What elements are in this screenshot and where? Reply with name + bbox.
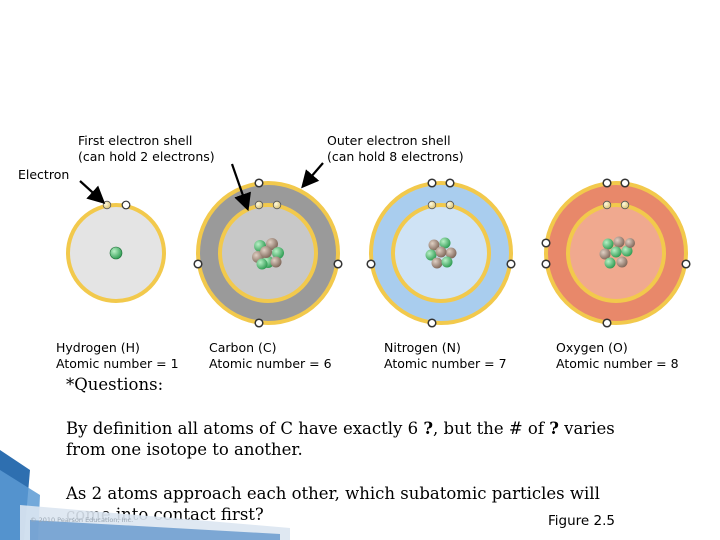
oxygen-outer-electron [602,318,612,328]
carbon-electron [272,200,282,210]
nitrogen-outer-electron [445,178,455,188]
atom-name: Carbon (C) [209,340,277,355]
nitrogen-outer-electron [366,259,376,269]
carbon-atom [193,178,343,328]
question-1: By definition all atoms of C have exactl… [66,419,615,459]
nitrogen-electron [445,200,455,210]
oxygen-nucleus [599,236,635,269]
atomic-number: Atomic number = 6 [209,356,332,371]
oxygen-outer-electron [541,238,551,248]
atom-name: Hydrogen (H) [56,340,140,355]
oxygen-electron [602,200,612,210]
nitrogen-outer-electron [427,318,437,328]
oxygen-caption: Oxygen (O) Atomic number = 8 [556,340,679,372]
oxygen-outer-electron [541,259,551,269]
figure-label: Figure 2.5 [548,513,615,529]
atomic-number: Atomic number = 1 [56,356,179,371]
carbon-outer-electron [254,318,264,328]
oxygen-outer-electron [681,259,691,269]
nitrogen-outer-electron [506,259,516,269]
oxygen-atom [541,178,691,328]
hydrogen-caption: Hydrogen (H) Atomic number = 1 [56,340,179,372]
outer-shell-label: Outer electron shell (can hold 8 electro… [327,133,464,164]
electron-label: Electron [18,167,70,182]
nitrogen-outer-electron [427,178,437,188]
carbon-electron [254,200,264,210]
atomic-number: Atomic number = 8 [556,356,679,371]
oxygen-outer-electron [602,178,612,188]
hydrogen-electron [102,200,112,210]
first-shell-label: First electron shell (can hold 2 electro… [78,133,215,164]
atom-name: Oxygen (O) [556,340,628,355]
atomic-number: Atomic number = 7 [384,356,507,371]
oxygen-outer-electron [620,178,630,188]
carbon-outer-electron [193,259,203,269]
questions-heading: *Questions: [66,375,164,394]
first-shell-arrow [230,163,251,212]
hydrogen-nucleus [109,246,123,260]
hydrogen-empty-slot [121,200,131,210]
slide-corner-accent [0,450,290,540]
nitrogen-electron [427,200,437,210]
nitrogen-nucleus [425,237,457,269]
carbon-caption: Carbon (C) Atomic number = 6 [209,340,332,372]
oxygen-electron [620,200,630,210]
copyright-notice: © 2010 Pearson Education, Inc. [30,516,134,524]
carbon-outer-electron [254,178,264,188]
atom-name: Nitrogen (N) [384,340,461,355]
nitrogen-caption: Nitrogen (N) Atomic number = 7 [384,340,507,372]
hydrogen-atom [66,200,166,303]
electron-arrow [79,180,106,204]
outer-shell-arrow [301,162,324,189]
nitrogen-atom [366,178,516,328]
carbon-nucleus [252,238,284,270]
carbon-outer-electron [333,259,343,269]
